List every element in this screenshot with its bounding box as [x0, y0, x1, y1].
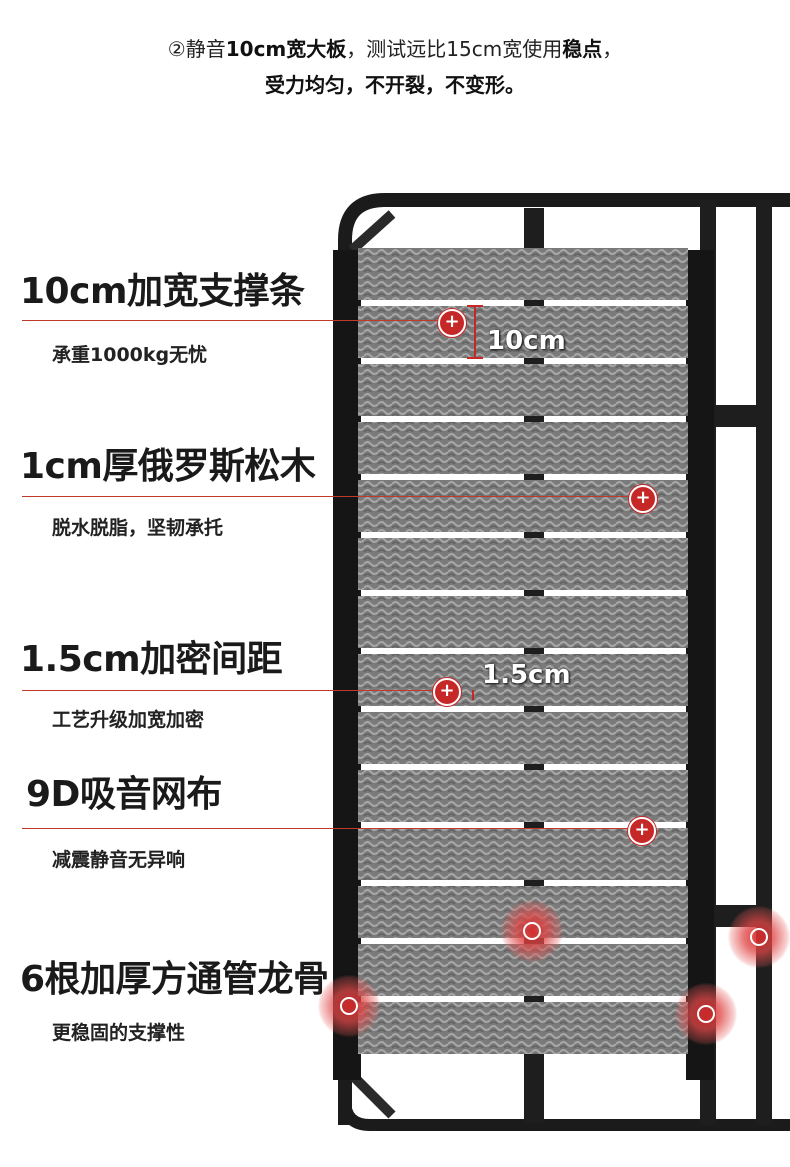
feature-5-subtitle: 更稳固的支撑性: [52, 1022, 186, 1044]
feature-1-subtitle: 承重1000kg无忧: [52, 344, 208, 366]
feature-3-subtitle: 工艺升级加宽加密: [52, 709, 205, 731]
hotspot-slat-width[interactable]: +: [438, 309, 466, 337]
feature-4-title: 9D吸音网布: [26, 774, 222, 815]
feature-4-subtitle: 减震静音无异响: [52, 849, 186, 871]
feature-1-leader-line: [22, 320, 452, 321]
header-text-prefix: ②静音: [167, 37, 226, 61]
tube-marker-left[interactable]: [318, 975, 380, 1037]
header-text-suffix: ，: [602, 37, 623, 61]
feature-5: 6根加厚方通管龙骨 更稳固的支撑性: [20, 950, 329, 1044]
tube-marker-far-right[interactable]: [728, 906, 790, 968]
hotspot-slat-gap[interactable]: +: [433, 678, 461, 706]
feature-5-title: 6根加厚方通管龙骨: [20, 959, 329, 1000]
feature-2: 1cm厚俄罗斯松木 脱水脱脂，坚韧承托: [20, 437, 637, 539]
feature-3-title: 1.5cm加密间距: [20, 639, 283, 680]
feature-2-leader-line: [22, 496, 637, 497]
tube-marker-center[interactable]: [501, 900, 563, 962]
feature-1-title: 10cm加宽支撑条: [20, 271, 305, 312]
header-text-bold-1: 10cm宽大板: [225, 37, 347, 61]
header: ②静音10cm宽大板，测试远比15cm宽使用稳点， 受力均匀，不开裂，不变形。: [0, 34, 790, 102]
hotspot-mesh[interactable]: +: [628, 817, 656, 845]
header-line-1: ②静音10cm宽大板，测试远比15cm宽使用稳点，: [0, 34, 790, 64]
feature-2-subtitle: 脱水脱脂，坚韧承托: [52, 517, 224, 539]
header-text-bold-2: 稳点: [562, 37, 603, 61]
feature-4-leader-line: [22, 828, 634, 829]
header-text-mid: ，测试远比15cm宽使用: [346, 37, 563, 61]
feature-3-leader-line: [22, 690, 442, 691]
feature-2-title: 1cm厚俄罗斯松木: [20, 446, 316, 487]
header-line-2: 受力均匀，不开裂，不变形。: [265, 73, 525, 97]
feature-4: 9D吸音网布 减震静音无异响: [20, 765, 634, 871]
dim-label-slat-gap: 1.5cm: [482, 660, 571, 690]
feature-3: 1.5cm加密间距 工艺升级加宽加密: [20, 630, 442, 731]
tube-marker-right[interactable]: [675, 983, 737, 1045]
hotspot-pine-wood[interactable]: +: [629, 485, 657, 513]
dim-label-slat-width: 10cm: [487, 326, 566, 356]
feature-1: 10cm加宽支撑条 承重1000kg无忧: [20, 262, 452, 366]
